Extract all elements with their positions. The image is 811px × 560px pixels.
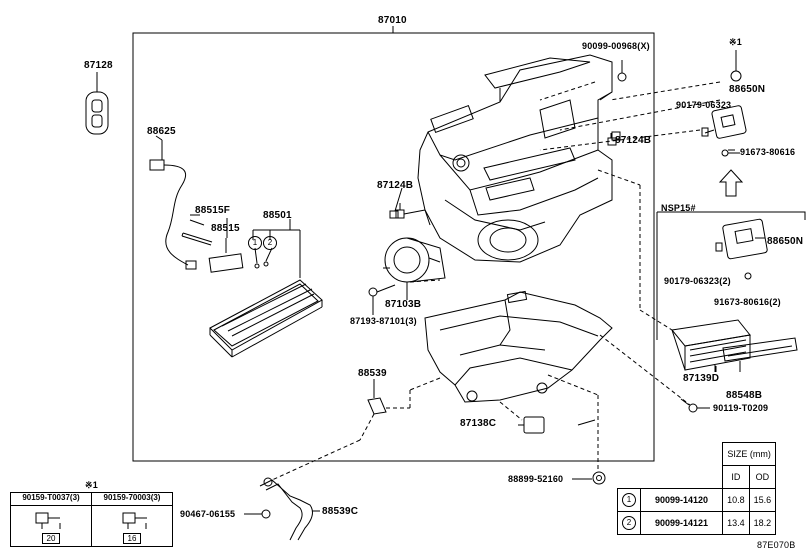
- size-table: SIZE (mm) ID OD 1 90099-14120 10.8 15.6 …: [617, 442, 777, 535]
- clip-90467-icon: [244, 509, 271, 519]
- part-88650n-upper: 88650N: [729, 84, 766, 95]
- size-table-col-id: ID: [722, 465, 750, 489]
- row-part: 90099-14120: [639, 488, 724, 512]
- clip-90099-00968-icon: [617, 60, 627, 82]
- nsp-bracket: [657, 211, 806, 220]
- part-87124b-upper: 87124B: [615, 135, 652, 146]
- filter-cover-88548b-icon: [722, 337, 798, 372]
- part-87193-87101: 87193-87101(3): [350, 316, 417, 326]
- size-table-col-od: OD: [748, 465, 777, 489]
- arrow-up-icon: [718, 169, 744, 197]
- circle-mark-one: 1: [248, 236, 262, 250]
- grommet-88899-icon: [592, 471, 606, 485]
- part-88625: 88625: [147, 126, 176, 137]
- part-90467-06155: 90467-06155: [180, 509, 236, 519]
- lower-case-icon: [424, 290, 613, 403]
- part-91673-80616-2: 91673-80616(2): [714, 297, 781, 307]
- part-91673-80616: 91673-80616: [740, 147, 796, 157]
- part-87139d: 87139D: [683, 373, 720, 384]
- bolt-len-2: 16: [122, 533, 142, 544]
- part-88539: 88539: [358, 368, 387, 379]
- nsp-label: NSP15#: [661, 203, 696, 213]
- sensor-88515-icon: [208, 238, 244, 273]
- row-od: 18.2: [748, 511, 777, 535]
- actuator-88650n-lower-icon: [715, 218, 768, 280]
- part-90179-06323-2: 90179-06323(2): [664, 276, 731, 286]
- bolt-col1: 90159-T0037(3): [10, 492, 92, 506]
- note-mark-top: ※1: [729, 37, 742, 47]
- row-mark: 2: [622, 516, 636, 530]
- evaporator-core-icon: [209, 279, 323, 358]
- row-od: 15.6: [748, 488, 777, 512]
- part-87103b: 87103B: [385, 299, 422, 310]
- bolt-cell-2: 16: [91, 505, 173, 547]
- bolt-col2: 90159-70003(3): [91, 492, 173, 506]
- bolt-len-1: 20: [41, 533, 61, 544]
- part-90179-06323: 90179-06323: [676, 100, 732, 110]
- part-87124b-lower: 87124B: [377, 180, 414, 191]
- assembly-frame: [132, 32, 655, 462]
- part-88539c: 88539C: [322, 506, 359, 517]
- screw-87193-icon: [368, 284, 396, 315]
- grommet-87128-icon: [85, 72, 109, 135]
- row-id: 10.8: [722, 488, 750, 512]
- part-87128: 87128: [84, 60, 113, 71]
- sensor-88515f-icon: [181, 214, 213, 246]
- part-88899-52160: 88899-52160: [508, 474, 564, 484]
- air-filter-87139d-icon: [671, 319, 751, 372]
- part-90099-00968: 90099-00968(X): [582, 41, 650, 51]
- screw-90119-icon: [680, 398, 698, 413]
- size-table-header: SIZE (mm): [722, 442, 777, 466]
- part-90119-t0209: 90119-T0209: [713, 403, 769, 413]
- part-87010: 87010: [378, 15, 407, 26]
- table-row: 1 90099-14120 10.8 15.6: [617, 488, 777, 512]
- row-id: 13.4: [722, 511, 750, 535]
- clamp-87138c-icon: [518, 416, 545, 434]
- clip-87124b-lower-icon: [389, 210, 399, 219]
- drain-88539-icon: [367, 379, 387, 415]
- blower-motor-icon: [383, 237, 446, 300]
- actuator-88650n-upper-icon: [701, 50, 747, 157]
- bolt-cell-1: 20: [10, 505, 92, 547]
- row-mark: 1: [622, 493, 636, 507]
- bolt-table: 90159-T0037(3) 90159-70003(3) 20 16: [10, 492, 173, 547]
- part-88548b: 88548B: [726, 390, 763, 401]
- figure-code: 87E070B: [757, 540, 796, 550]
- part-88501: 88501: [263, 210, 292, 221]
- part-88515: 88515: [211, 223, 240, 234]
- part-88515f: 88515F: [195, 205, 231, 216]
- drain-hose-88539c-icon: [259, 477, 320, 541]
- row-part: 90099-14121: [639, 511, 724, 535]
- wire-harness-icon: [149, 140, 197, 270]
- part-87138c: 87138C: [460, 418, 497, 429]
- note-mark-bottom: ※1: [85, 480, 98, 490]
- evaporator-88501-bracket: [252, 229, 301, 278]
- table-row: 2 90099-14121 13.4 18.2: [617, 511, 777, 535]
- circle-mark-two: 2: [263, 236, 277, 250]
- part-88650n-lower: 88650N: [767, 236, 804, 247]
- hvac-housing-icon: [395, 54, 621, 263]
